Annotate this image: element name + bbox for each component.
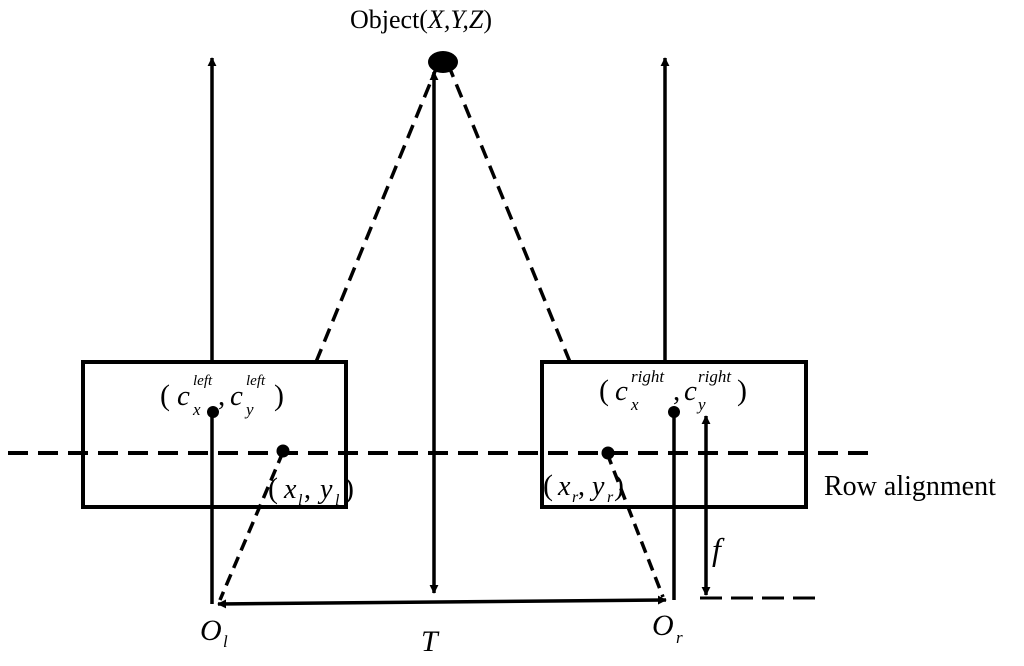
svg-text:right: right: [631, 367, 665, 386]
right-principal-point: [668, 406, 680, 418]
svg-text:r: r: [676, 628, 683, 647]
svg-text:l: l: [298, 492, 303, 509]
baseline-label: T: [421, 625, 440, 658]
svg-text:,: ,: [578, 471, 585, 502]
right-image-point: [601, 446, 615, 460]
row-alignment-label: Row alignment: [824, 471, 996, 502]
svg-text:(: (: [160, 379, 170, 412]
svg-text:(: (: [268, 472, 278, 505]
svg-text:y: y: [589, 471, 605, 502]
right-image-point-label: ( x r , y r ): [543, 469, 624, 506]
left-image-point: [276, 444, 290, 458]
svg-text:O: O: [652, 609, 674, 642]
baseline-arrow: [217, 595, 667, 609]
focal-length-label: f: [712, 531, 725, 567]
object-label: Object(X,Y,Z): [350, 5, 492, 34]
svg-text:): ): [737, 374, 747, 407]
svg-text:): ): [344, 472, 354, 505]
left-principal-point: [207, 406, 219, 418]
svg-text:x: x: [630, 395, 639, 414]
left-image-plane: [81, 360, 348, 509]
svg-text:x: x: [283, 474, 297, 505]
svg-text:x: x: [192, 400, 201, 419]
svg-text:left: left: [246, 373, 266, 389]
right-point-to-origin-ray: [605, 452, 665, 598]
svg-text:c: c: [177, 380, 190, 412]
right-projection-ray: [446, 63, 572, 363]
svg-text:y: y: [696, 395, 706, 414]
svg-text:(: (: [543, 469, 553, 502]
left-principal-point-label: ( c left x , c left y ): [160, 373, 284, 419]
svg-text:y: y: [317, 474, 333, 505]
svg-text:l: l: [335, 492, 340, 509]
left-projection-ray: [314, 63, 440, 363]
right-origin-label: O r: [652, 609, 683, 647]
svg-text:): ): [614, 469, 624, 502]
right-principal-point-label: ( c right x , c right y ): [599, 367, 747, 414]
svg-text:x: x: [557, 471, 571, 502]
object-point: [428, 51, 458, 73]
svg-text:(: (: [599, 374, 609, 407]
svg-text:left: left: [193, 373, 213, 389]
svg-text:,: ,: [304, 474, 311, 505]
left-point-to-origin-ray: [218, 451, 285, 601]
svg-text:right: right: [698, 367, 732, 386]
svg-text:y: y: [244, 400, 254, 419]
left-image-point-label: ( x l , y l ): [268, 472, 354, 509]
svg-text:,: ,: [218, 380, 225, 412]
svg-text:r: r: [572, 489, 579, 506]
svg-text:l: l: [223, 632, 228, 651]
svg-text:): ): [274, 379, 284, 412]
svg-text:r: r: [607, 489, 614, 506]
svg-text:c: c: [230, 380, 243, 412]
svg-text:O: O: [200, 614, 222, 647]
svg-text:c: c: [684, 375, 697, 407]
svg-text:c: c: [615, 375, 628, 407]
svg-text:,: ,: [673, 375, 680, 407]
left-origin-label: O l: [200, 614, 228, 651]
